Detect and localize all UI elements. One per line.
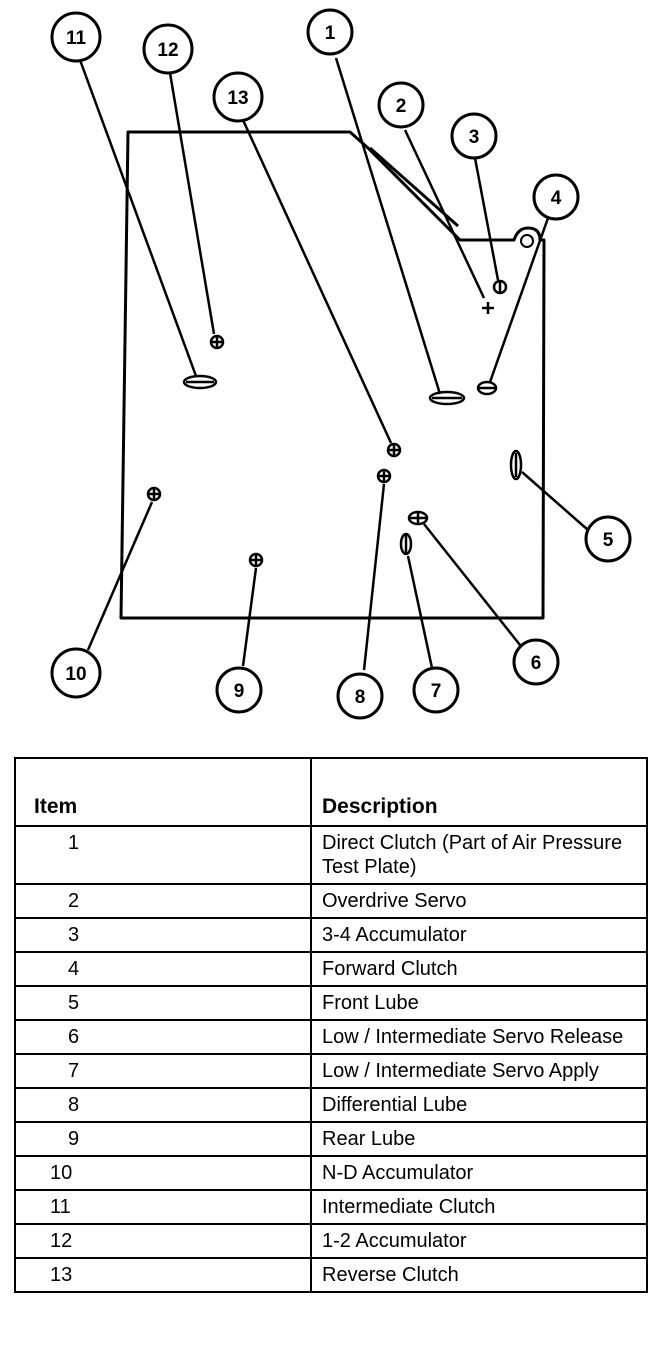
item-number-cell: 6 — [14, 1019, 312, 1055]
leader-6 — [423, 523, 521, 646]
item-number-cell: 5 — [14, 985, 312, 1021]
case-outline — [119, 130, 546, 620]
description-cell: Forward Clutch — [310, 951, 648, 987]
item-number-cell: 1 — [14, 825, 312, 885]
callout-2: 2 — [377, 81, 425, 129]
leader-13 — [241, 119, 393, 444]
svg-text:2: 2 — [396, 96, 407, 117]
description-cell: Front Lube — [310, 985, 648, 1021]
leader-10 — [86, 501, 154, 651]
leader-2 — [403, 129, 486, 299]
item-number-cell: 11 — [14, 1189, 312, 1225]
description-cell: Reverse Clutch — [310, 1257, 648, 1293]
item-number-cell: 10 — [14, 1155, 312, 1191]
leader-7 — [406, 555, 434, 669]
svg-text:10: 10 — [65, 664, 86, 685]
case-port-diagram: 1 2 3 4 5 6 7 8 9 10 11 12 13 — [50, 8, 632, 720]
item-number-cell: 8 — [14, 1087, 312, 1123]
leader-11 — [78, 59, 198, 377]
leader-8 — [362, 483, 386, 671]
callout-7: 7 — [412, 666, 460, 714]
description-cell: 1-2 Accumulator — [310, 1223, 648, 1259]
port-overdrive-servo — [482, 302, 494, 314]
table-header-row: Item Description — [14, 757, 648, 827]
callout-9: 9 — [215, 666, 263, 714]
svg-text:12: 12 — [157, 40, 178, 61]
bolt-circle — [520, 234, 534, 248]
svg-text:11: 11 — [66, 28, 87, 49]
leader-9 — [241, 567, 258, 667]
callout-1: 1 — [306, 8, 354, 56]
callout-4: 4 — [532, 173, 580, 221]
svg-text:7: 7 — [431, 681, 442, 702]
svg-text:9: 9 — [234, 681, 245, 702]
callout-6: 6 — [512, 638, 560, 686]
svg-text:8: 8 — [355, 687, 366, 708]
description-cell: 3-4 Accumulator — [310, 917, 648, 953]
description-cell: Overdrive Servo — [310, 883, 648, 919]
description-cell: Intermediate Clutch — [310, 1189, 648, 1225]
svg-text:3: 3 — [469, 127, 480, 148]
callout-3: 3 — [450, 112, 498, 160]
item-number-cell: 2 — [14, 883, 312, 919]
description-column-header: Description — [310, 757, 648, 827]
callout-12: 12 — [142, 23, 194, 75]
item-number-cell: 9 — [14, 1121, 312, 1157]
svg-text:5: 5 — [603, 530, 614, 551]
description-cell: Rear Lube — [310, 1121, 648, 1157]
description-cell: Low / Intermediate Servo Release — [310, 1019, 648, 1055]
callout-13: 13 — [212, 71, 264, 123]
callout-10: 10 — [50, 647, 102, 699]
leader-12 — [168, 72, 216, 335]
leader-1 — [334, 57, 442, 395]
item-number-cell: 4 — [14, 951, 312, 987]
description-cell: Differential Lube — [310, 1087, 648, 1123]
item-number-cell: 3 — [14, 917, 312, 953]
item-number-cell: 13 — [14, 1257, 312, 1293]
item-number-cell: 7 — [14, 1053, 312, 1089]
svg-text:6: 6 — [531, 653, 542, 674]
description-cell: Low / Intermediate Servo Apply — [310, 1053, 648, 1089]
leader-5 — [521, 471, 589, 531]
leader-4 — [488, 217, 550, 383]
leader-3 — [473, 157, 500, 281]
item-column-header: Item — [14, 757, 312, 827]
description-cell: Direct Clutch (Part of Air Pressure Test… — [310, 825, 648, 885]
callout-11: 11 — [50, 11, 102, 63]
svg-text:4: 4 — [551, 188, 562, 209]
item-number-cell: 12 — [14, 1223, 312, 1259]
callout-5: 5 — [584, 515, 632, 563]
svg-text:1: 1 — [325, 23, 336, 44]
description-cell: N-D Accumulator — [310, 1155, 648, 1191]
svg-text:13: 13 — [227, 88, 248, 109]
callout-8: 8 — [336, 672, 384, 720]
